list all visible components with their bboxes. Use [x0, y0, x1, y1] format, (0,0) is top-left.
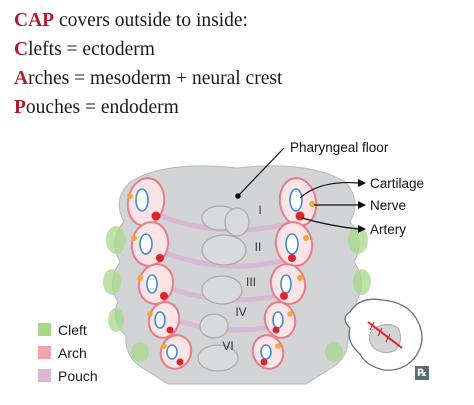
nerve [287, 311, 293, 317]
cartilage [139, 233, 153, 255]
artery [156, 254, 164, 262]
floor-swelling [199, 313, 229, 339]
mnemonic-text: ouches = endoderm [25, 97, 179, 118]
artery [272, 326, 280, 334]
legend-label: Arch [58, 344, 87, 361]
nerve-arrowhead [358, 201, 366, 209]
legend-label: Cleft [58, 321, 87, 338]
nerve [309, 201, 315, 207]
arch-numeral-6: VI [222, 339, 233, 353]
section-tick [377, 327, 383, 337]
cleft [108, 308, 124, 332]
floor-swelling [201, 275, 243, 305]
leader-lines [237, 147, 359, 230]
nerve [275, 343, 281, 349]
cartilage [280, 274, 292, 294]
arch-numeral-4: IV [235, 305, 246, 319]
cleft [103, 269, 121, 295]
cartilage-arrowhead [358, 179, 366, 187]
pharyngeal-floor-label: Pharyngeal floor [290, 140, 389, 155]
cartilage [285, 233, 299, 255]
artery [260, 358, 268, 366]
cartilage-label: Cartilage [370, 176, 424, 191]
section-ticks [369, 321, 391, 343]
artery-label: Artery [370, 222, 406, 237]
legend-label: Pouch [58, 367, 98, 384]
arch-numeral-1: I [258, 203, 261, 217]
mnemonic: CAP covers outside to inside: Clefts = e… [14, 6, 282, 122]
floor-swelling [224, 207, 250, 237]
cartilage-markers [135, 188, 303, 360]
artery [295, 211, 305, 221]
cartilage [289, 188, 303, 212]
legend-item-cleft: Cleft [38, 318, 98, 341]
mnemonic-title-highlight: CAP [14, 10, 55, 31]
artery-arrowhead [358, 225, 366, 233]
mnemonic-letter: C [14, 39, 29, 60]
artery-leader [301, 217, 359, 230]
cartilage [166, 344, 178, 360]
artery [280, 292, 288, 300]
nerve [297, 275, 303, 281]
artery [288, 254, 296, 262]
mnemonic-title-rest: covers outside to inside: [54, 10, 248, 31]
cleft [106, 226, 126, 254]
floor-leader-dot [235, 193, 241, 199]
mnemonic-letter: A [14, 68, 29, 89]
artery [151, 211, 161, 221]
embryo-arch-region [368, 324, 402, 354]
nerve [147, 311, 153, 317]
cleft [353, 269, 371, 295]
nerve [161, 343, 167, 349]
nerve [303, 235, 309, 241]
embryo-section-line [367, 321, 403, 349]
mnemonic-title: CAP covers outside to inside: [14, 6, 282, 35]
embryo-inset [344, 298, 423, 371]
mnemonic-pouches: Pouches = endoderm [14, 93, 282, 122]
floor-swelling [197, 344, 239, 372]
mnemonic-clefts: Clefts = ectoderm [14, 35, 282, 64]
nerve [131, 235, 137, 241]
artery [160, 292, 168, 300]
arch-numerals: I II III IV VI [222, 203, 261, 353]
mnemonic-arches: Arches = mesoderm + neural crest [14, 64, 282, 93]
cartilage [272, 311, 284, 329]
cartilage [146, 274, 158, 294]
cleft [348, 226, 368, 254]
arch-swatch [38, 346, 51, 359]
mnemonic-text: rches = mesoderm + neural crest [28, 68, 283, 89]
nerve [127, 193, 133, 199]
cartilage [154, 311, 166, 329]
rx-logo-icon: ℞ [415, 366, 429, 380]
cleft-swatch [38, 323, 51, 336]
cartilage [135, 188, 149, 212]
legend-item-arch: Arch [38, 341, 98, 364]
nerve-markers [127, 193, 315, 349]
section-tick [385, 333, 391, 343]
mnemonic-text: lefts = ectoderm [28, 39, 155, 60]
arch-numeral-3: III [246, 275, 256, 289]
cartilage [260, 344, 272, 360]
cleft [325, 342, 343, 362]
nerve-label: Nerve [370, 198, 406, 213]
nerve [137, 275, 143, 281]
pharyngeal-floor [197, 205, 250, 372]
legend-item-pouch: Pouch [38, 364, 98, 387]
floor-leader [237, 147, 285, 197]
artery [176, 358, 184, 366]
arch-numeral-2: II [255, 240, 262, 254]
cleft [131, 342, 149, 362]
mnemonic-letter: P [14, 97, 26, 118]
cartilage-leader [299, 181, 359, 199]
artery-markers [151, 211, 305, 366]
artery [166, 326, 174, 334]
legend: Cleft Arch Pouch [38, 318, 98, 387]
section-tick [369, 321, 375, 331]
floor-swelling [201, 234, 247, 266]
pouch-swatch [38, 369, 51, 382]
